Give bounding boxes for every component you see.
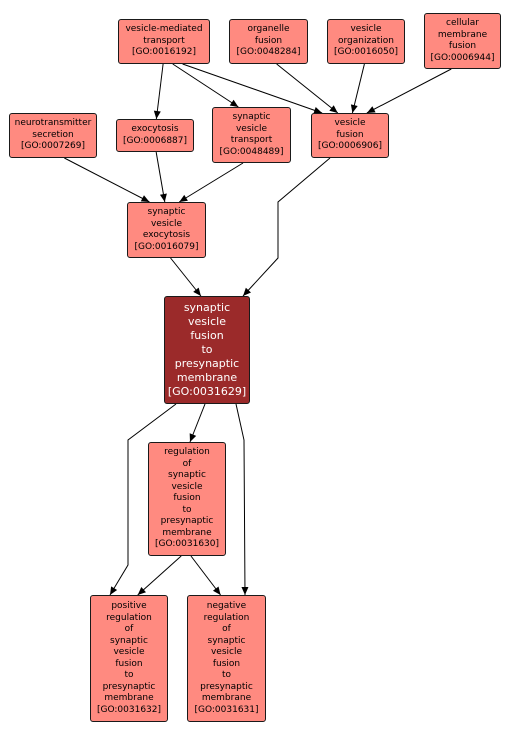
node-label: synaptic vesicle fusion to presynaptic m…: [167, 301, 247, 398]
arrowhead: [110, 586, 118, 595]
edge-go_0016192-to-go_0048489: [172, 63, 239, 108]
node-label: exocytosis [GO:0006887]: [122, 124, 188, 146]
arrowhead: [243, 287, 251, 296]
edge-go_0048284-to-go_0006906: [276, 63, 339, 114]
arrowhead: [350, 104, 358, 113]
node-vesicle-organization[interactable]: vesicle organization [GO:0016050]: [327, 19, 405, 64]
node-cellular-membrane-fusion[interactable]: cellular membrane fusion [GO:0006944]: [424, 13, 501, 69]
edge-go_0016050-to-go_0006906: [351, 63, 365, 114]
edge-go_0006887-to-go_0016079: [155, 151, 166, 203]
node-label: vesicle fusion [GO:0006906]: [317, 118, 383, 152]
node-organelle-fusion[interactable]: organelle fusion [GO:0048284]: [229, 19, 308, 64]
node-label: negative regulation of synaptic vesicle …: [194, 601, 259, 715]
edge-go_0031630-to-go_0031632: [137, 555, 182, 596]
edge-go_0031629-to-go_0031631: [235, 403, 246, 596]
arrowhead: [189, 433, 197, 442]
node-label: cellular membrane fusion [GO:0006944]: [430, 18, 495, 63]
node-neurotransmitter-secretion[interactable]: neurotransmitter secretion [GO:0007269]: [9, 113, 97, 158]
node-negative-regulation-of-synaptic-vesicle-fusion[interactable]: negative regulation of synaptic vesicle …: [187, 595, 266, 722]
arrowhead: [179, 194, 188, 202]
edge-go_0031630-to-go_0031631: [190, 555, 221, 596]
edge-go_0006944-to-go_0006906: [366, 68, 452, 114]
edge-go_0048489-to-go_0016079: [178, 162, 244, 203]
arrowhead: [366, 106, 376, 113]
node-label: positive regulation of synaptic vesicle …: [96, 601, 162, 715]
node-regulation-of-synaptic-vesicle-fusion[interactable]: regulation of synaptic vesicle fusion to…: [148, 442, 226, 556]
arrowhead: [313, 107, 323, 114]
node-label: vesicle organization [GO:0016050]: [333, 24, 399, 58]
arrowhead: [241, 586, 249, 595]
arrowhead: [140, 195, 150, 202]
arrowhead: [229, 99, 239, 107]
node-exocytosis[interactable]: exocytosis [GO:0006887]: [116, 119, 194, 152]
node-label: synaptic vesicle exocytosis [GO:0016079]: [134, 207, 199, 252]
arrowhead: [137, 587, 146, 595]
node-label: synaptic vesicle transport [GO:0048489]: [219, 112, 284, 157]
node-vesicle-mediated-transport[interactable]: vesicle-mediated transport [GO:0016192]: [118, 19, 210, 64]
node-positive-regulation-of-synaptic-vesicle-fusion[interactable]: positive regulation of synaptic vesicle …: [90, 595, 168, 722]
node-synaptic-vesicle-exocytosis[interactable]: synaptic vesicle exocytosis [GO:0016079]: [127, 202, 206, 258]
node-label: neurotransmitter secretion [GO:0007269]: [14, 118, 92, 152]
edge-go_0007269-to-go_0016079: [64, 157, 150, 203]
node-vesicle-fusion[interactable]: vesicle fusion [GO:0006906]: [311, 113, 389, 158]
arrowhead: [212, 586, 221, 595]
arrowhead: [159, 193, 167, 202]
edge-go_0016079-to-go_0031629: [170, 257, 202, 297]
edge-go_0016192-to-go_0006887: [155, 63, 164, 120]
edge-go_0031629-to-go_0031632: [109, 403, 177, 596]
node-label: organelle fusion [GO:0048284]: [236, 24, 301, 58]
node-synaptic-vesicle-fusion-to-presynaptic-membrane[interactable]: synaptic vesicle fusion to presynaptic m…: [164, 296, 250, 404]
arrowhead: [153, 110, 161, 119]
arrowhead: [193, 287, 201, 296]
node-label: regulation of synaptic vesicle fusion to…: [154, 447, 220, 550]
node-label: vesicle-mediated transport [GO:0016192]: [125, 24, 203, 58]
edge-go_0016192-to-go_0006906: [182, 63, 323, 114]
arrowhead: [329, 105, 338, 113]
edge-go_0006906-to-go_0031629: [242, 157, 331, 297]
node-synaptic-vesicle-transport[interactable]: synaptic vesicle transport [GO:0048489]: [212, 107, 291, 163]
